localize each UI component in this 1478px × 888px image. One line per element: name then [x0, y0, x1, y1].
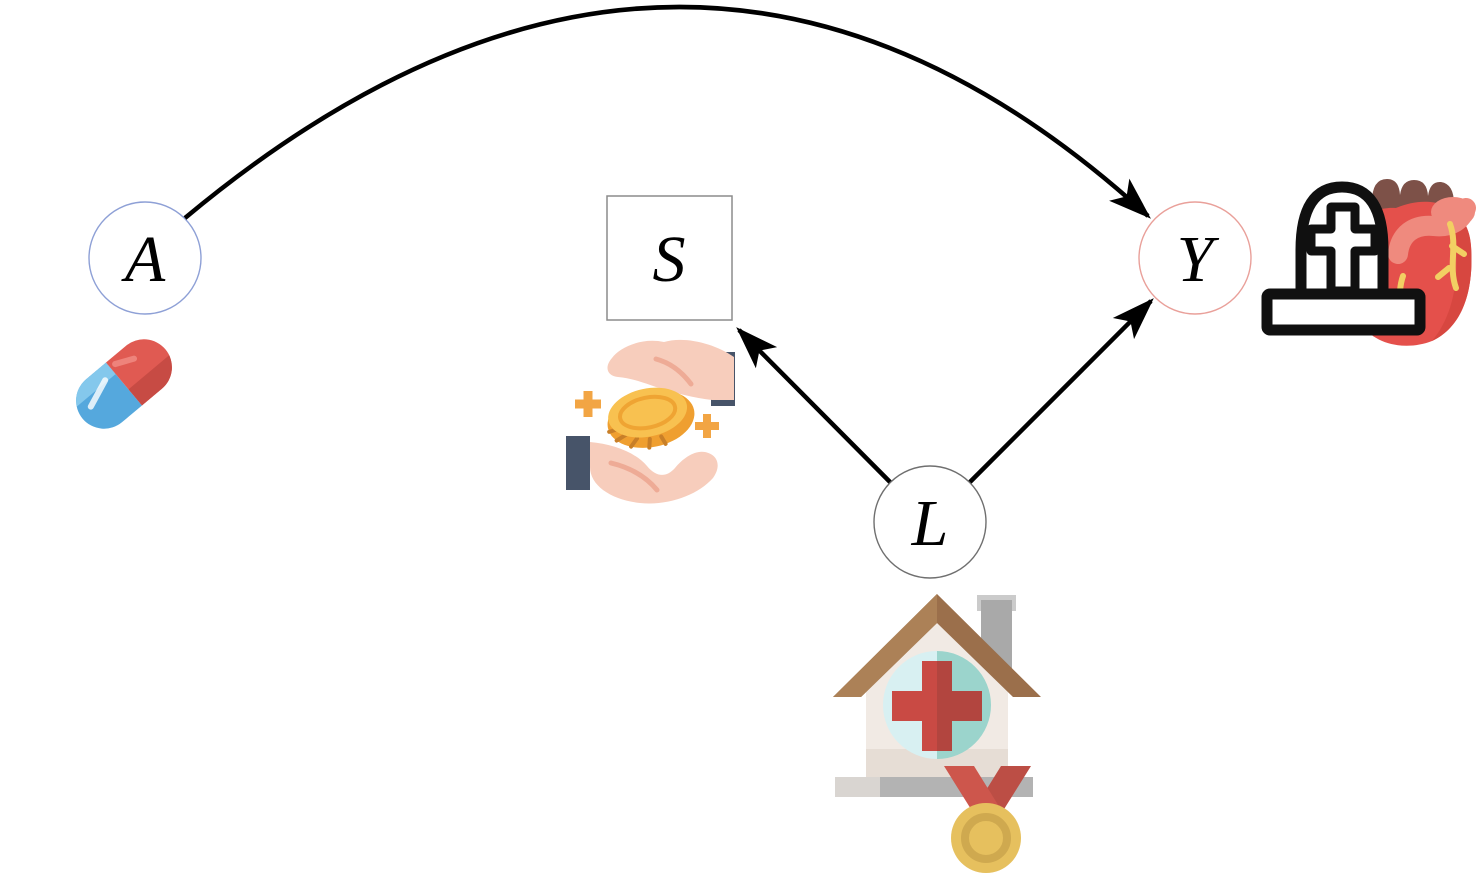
hospital-medal-icon [833, 594, 1041, 873]
bottom-hand [590, 442, 718, 504]
coin [607, 387, 695, 450]
coin-inner-ring [618, 394, 678, 431]
top-hand-crease [653, 356, 694, 387]
node-Y-label: Y [1177, 223, 1220, 296]
pill-blue-highlight [64, 362, 116, 411]
heart-right-shade [1432, 207, 1472, 341]
tombstone-base [1261, 288, 1426, 336]
medical-cross-right-shade [937, 661, 982, 751]
plus-icon-right [695, 414, 719, 438]
node-S-box [606, 195, 733, 321]
bottom-hand-crease [608, 460, 660, 493]
foundation-left [835, 777, 880, 797]
plus-icon-left [575, 391, 601, 417]
edge-A-to-Y [183, 4, 1151, 220]
node-Y-circle [1138, 201, 1252, 315]
node-L-circle [873, 465, 987, 579]
pill-icon [64, 339, 184, 429]
top-hand [607, 339, 734, 400]
heart-artery-tube [1388, 198, 1476, 264]
tombstone-heart-icon [1261, 179, 1476, 346]
node-S-label: S [653, 223, 686, 296]
node-L-label: L [911, 487, 949, 560]
node-A-circle [88, 201, 202, 315]
hands-coin-icon [566, 339, 735, 504]
edge-L-to-S [736, 327, 892, 484]
edge-L-to-Y [968, 298, 1154, 484]
roof-left-shade [833, 594, 937, 697]
pill-red-shine [112, 355, 138, 368]
medal-ring [961, 813, 1011, 863]
pill-gloss [87, 377, 109, 410]
node-A-label: A [121, 223, 166, 296]
bottom-hand-sleeve [566, 436, 590, 490]
